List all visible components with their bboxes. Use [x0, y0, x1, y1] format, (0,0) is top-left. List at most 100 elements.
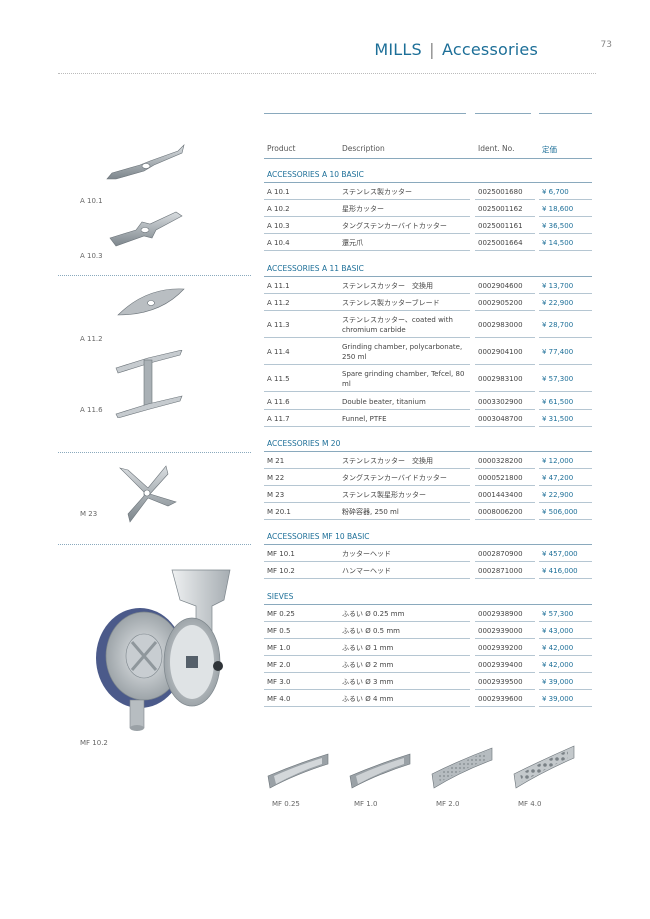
page-title: MILLS | Accessories	[374, 40, 538, 59]
figure-label-a11-2: A 11.2	[80, 335, 103, 343]
product-cell: MF 1.0	[267, 643, 291, 652]
top-line-3	[539, 113, 592, 114]
description-cell: ステンレス製カッター	[342, 187, 412, 196]
ident-cell: 0001443400	[478, 490, 523, 499]
row-rule	[539, 561, 592, 562]
figure-label-mf10-2: MF 10.2	[80, 739, 108, 747]
ident-cell: 0025001162	[478, 204, 523, 213]
header-rule	[58, 73, 596, 74]
product-cell: A 11.2	[267, 298, 290, 307]
description-cell: ステンレス製カッターブレード	[342, 298, 440, 307]
ident-cell: 0002939500	[478, 677, 523, 686]
ident-cell: 0025001161	[478, 221, 523, 230]
product-cell: A 11.1	[267, 281, 290, 290]
price-cell: ¥ 36,500	[542, 221, 574, 230]
product-cell: MF 10.2	[267, 566, 295, 575]
row-rule	[264, 578, 470, 579]
row-rule	[539, 310, 592, 311]
price-cell: ¥ 61,500	[542, 397, 574, 406]
row-rule	[475, 519, 535, 520]
row-rule	[264, 250, 470, 251]
description-cell: ハンマーヘッド	[342, 566, 391, 575]
sieve-label: MF 2.0	[436, 800, 460, 808]
sieve-label: MF 0.25	[272, 800, 300, 808]
product-cell: A 11.6	[267, 397, 290, 406]
row-rule	[539, 689, 592, 690]
ident-cell: 0002904100	[478, 347, 523, 356]
row-rule	[475, 621, 535, 622]
description-cell: ふるい Ø 4 mm	[342, 694, 394, 703]
sieve-mf1-0-image	[349, 753, 411, 789]
ident-cell: 0000328200	[478, 456, 523, 465]
row-rule	[264, 655, 470, 656]
table-row: A 11.4 Grinding chamber, polycarbonate, 2…	[264, 338, 592, 365]
description-cell: ふるい Ø 0.25 mm	[342, 609, 405, 618]
ident-cell: 0000521800	[478, 473, 523, 482]
row-rule	[539, 672, 592, 673]
table-header-rule	[264, 158, 592, 159]
row-rule	[264, 561, 470, 562]
section-title: ACCESSORIES A 11 BASIC	[267, 264, 364, 273]
description-cell: 星形カッター	[342, 204, 384, 213]
row-rule	[475, 578, 535, 579]
price-cell: ¥ 57,300	[542, 374, 574, 383]
price-cell: ¥ 57,300	[542, 609, 574, 618]
ident-cell: 0002939200	[478, 643, 523, 652]
price-cell: ¥ 42,000	[542, 660, 574, 669]
price-cell: ¥ 31,500	[542, 414, 574, 423]
row-rule	[264, 621, 470, 622]
page-number: 73	[600, 40, 612, 50]
row-rule	[475, 364, 535, 365]
product-cell: MF 3.0	[267, 677, 291, 686]
figure-divider	[58, 452, 251, 453]
row-rule	[264, 519, 470, 520]
price-cell: ¥ 13,700	[542, 281, 574, 290]
row-rule	[475, 672, 535, 673]
mill-mf10-2-image	[96, 569, 231, 731]
cutter-a11-2-image	[117, 288, 185, 316]
product-cell: A 11.4	[267, 347, 290, 356]
price-cell: ¥ 43,000	[542, 626, 574, 635]
row-rule	[539, 519, 592, 520]
sieve-mf4-0-image	[513, 745, 575, 789]
figure-label-a10-1: A 10.1	[80, 197, 103, 205]
description-cell: Grinding chamber, polycarbonate, 250 ml	[342, 342, 463, 361]
ident-cell: 0002983100	[478, 374, 523, 383]
description-cell: ふるい Ø 2 mm	[342, 660, 394, 669]
price-cell: ¥ 22,900	[542, 298, 574, 307]
row-rule	[539, 621, 592, 622]
row-rule	[475, 655, 535, 656]
product-cell: M 21	[267, 456, 285, 465]
description-cell: タングステンカーバイトカッター	[342, 221, 447, 230]
description-cell: ふるい Ø 1 mm	[342, 643, 394, 652]
row-rule	[264, 502, 470, 503]
product-cell: MF 10.1	[267, 549, 295, 558]
price-cell: ¥ 39,000	[542, 677, 574, 686]
row-rule	[475, 706, 535, 707]
row-rule	[539, 409, 592, 410]
section-title: ACCESSORIES M 20	[267, 439, 341, 448]
product-cell: M 22	[267, 473, 285, 482]
row-rule	[475, 233, 535, 234]
sieve-mf0-25-image	[267, 753, 329, 789]
product-cell: A 11.3	[267, 320, 290, 329]
cutter-a10-3-image	[109, 211, 183, 247]
ident-cell: 0003302900	[478, 397, 523, 406]
row-rule	[539, 391, 592, 392]
price-cell: ¥ 77,400	[542, 347, 574, 356]
ident-cell: 0002939000	[478, 626, 523, 635]
sieve-label: MF 1.0	[354, 800, 378, 808]
description-cell: ステンレスカッター 交換用	[342, 281, 433, 290]
section-rule	[264, 604, 592, 605]
section-rule	[264, 544, 592, 545]
row-rule	[539, 502, 592, 503]
